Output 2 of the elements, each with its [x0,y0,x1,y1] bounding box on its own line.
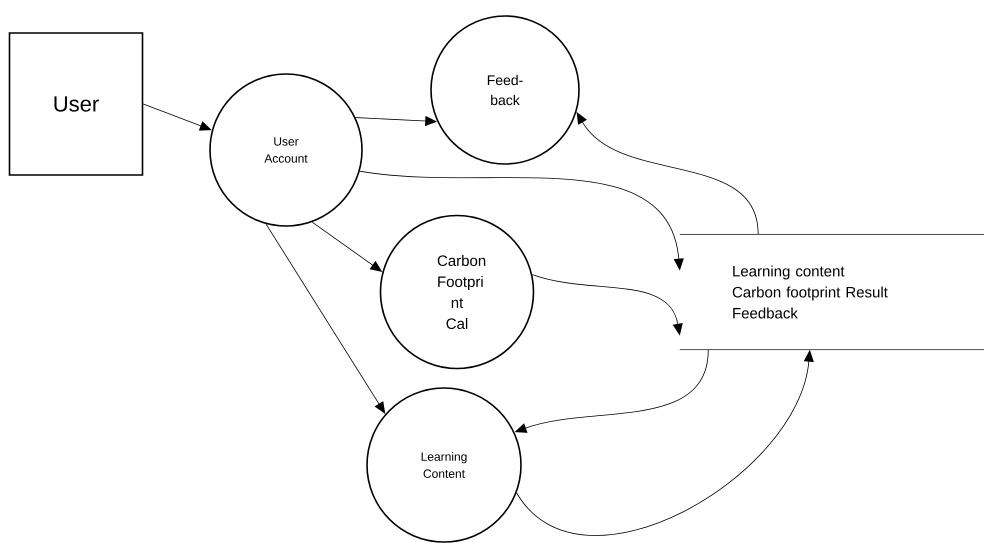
external-entity-box: User [8,32,144,176]
data-store: Learning content Carbon footprint Result Feedback [679,234,984,350]
